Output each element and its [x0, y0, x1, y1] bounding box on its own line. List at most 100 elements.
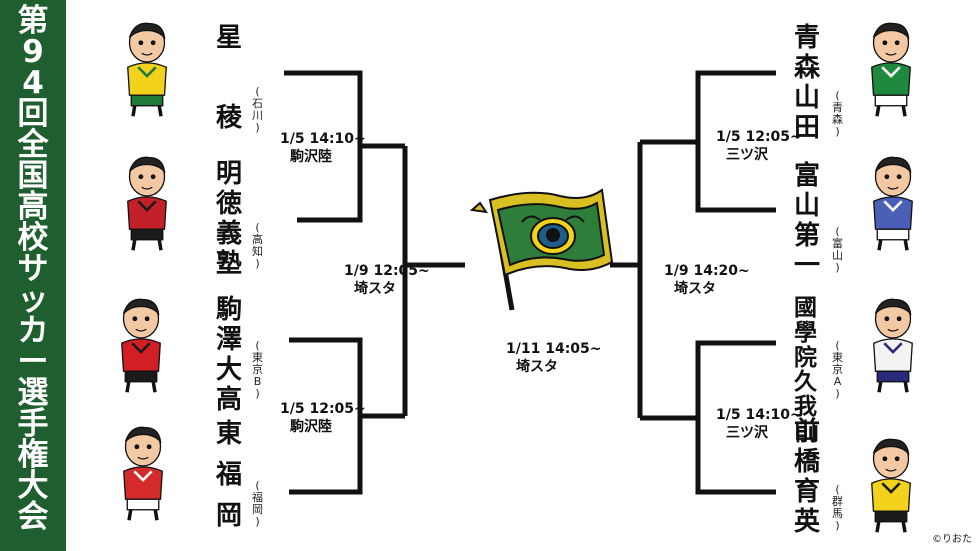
- team-name-char: 明: [216, 159, 243, 189]
- pref-right-2: (富山): [832, 226, 843, 274]
- team-name-char: 山: [794, 418, 817, 446]
- prefecture-char: (: [835, 89, 840, 102]
- team-name-char: 駒: [216, 295, 243, 325]
- prefecture-char: 高: [252, 233, 263, 246]
- prefecture-char: ): [255, 387, 260, 400]
- player-illustration-right-4: [871, 438, 911, 533]
- prefecture-char: (: [255, 339, 260, 352]
- prefecture-char: 森: [832, 113, 843, 126]
- match-date: 1/5 12:05~: [280, 401, 366, 417]
- player-illustration-left-2: [127, 156, 167, 251]
- illustrator-credit: ©りおた: [932, 534, 972, 545]
- title-char: サ: [17, 251, 49, 287]
- team-name-char: 岡: [216, 501, 243, 532]
- team-right-4: 前橋育英: [794, 417, 821, 538]
- team-name-char: 院: [794, 343, 817, 371]
- pref-right-4: (群馬): [832, 484, 843, 532]
- pref-right-1: (青森): [832, 90, 843, 138]
- title-char: ー: [17, 344, 49, 380]
- title-char: 大: [17, 468, 49, 504]
- prefecture-char: ): [835, 261, 840, 274]
- pref-left-2: (高知): [252, 222, 263, 270]
- title-char: 全: [17, 127, 49, 163]
- team-right-3: 國學院久我山: [794, 294, 817, 446]
- title-char: 4: [22, 65, 44, 101]
- team-name-char: 塾: [216, 248, 243, 279]
- match-right-sf: 1/9 14:20~ 埼スタ: [664, 262, 750, 298]
- team-left-3: 駒澤大高: [216, 295, 243, 416]
- team-name-char: 高: [216, 384, 243, 415]
- team-name-char: 森: [794, 52, 821, 83]
- team-name-char: 田: [794, 112, 821, 143]
- title-char: 会: [17, 499, 49, 535]
- prefecture-char: ): [835, 125, 840, 138]
- team-name-char: 一: [794, 250, 821, 281]
- title-char: カ: [17, 313, 49, 349]
- title-char: 高: [17, 189, 49, 225]
- match-venue: 埼スタ: [516, 359, 558, 375]
- match-left-sf: 1/9 12:05~ 埼スタ: [344, 262, 430, 298]
- prefecture-char: 京: [252, 363, 263, 376]
- prefecture-char: ): [835, 519, 840, 532]
- match-date: 1/5 14:10~: [716, 407, 802, 423]
- prefecture-char: (: [835, 339, 840, 352]
- player-illustration-right-3: [873, 298, 913, 393]
- match-venue: 駒沢陸: [290, 149, 332, 165]
- team-name-char: 東: [216, 419, 243, 449]
- prefecture-char: ): [835, 387, 840, 400]
- team-name-char: 星: [216, 23, 243, 53]
- prefecture-char: 岡: [252, 503, 263, 516]
- prefecture-char: ): [255, 515, 260, 528]
- title-char: 9: [22, 34, 44, 70]
- team-name-char: 英: [794, 506, 821, 537]
- title-char: 校: [17, 220, 49, 256]
- player-illustration-right-1: [871, 22, 911, 117]
- team-name-char: 青: [794, 23, 821, 53]
- title-char: 回: [17, 96, 49, 132]
- prefecture-char: A: [833, 375, 842, 388]
- prefecture-char: 山: [832, 249, 843, 262]
- prefecture-char: B: [253, 375, 262, 388]
- prefecture-char: (: [255, 479, 260, 492]
- prefecture-char: 京: [832, 363, 843, 376]
- title-char: ッ: [17, 282, 49, 318]
- prefecture-char: 川: [252, 109, 263, 122]
- match-right-qf2: 1/5 14:10~ 三ツ沢: [716, 406, 802, 442]
- match-venue: 駒沢陸: [290, 419, 332, 435]
- match-venue: 三ツ沢: [726, 147, 768, 163]
- prefecture-char: 群: [832, 495, 843, 508]
- match-date: 1/9 12:05~: [344, 263, 430, 279]
- team-name-char: 久: [794, 368, 817, 396]
- prefecture-char: 富: [832, 237, 843, 250]
- title-char: 手: [17, 406, 49, 442]
- team-name-char: 國: [794, 294, 817, 321]
- team-name-char: 大: [216, 354, 243, 385]
- team-left-1: 星稜: [216, 23, 243, 134]
- prefecture-char: (: [255, 85, 260, 98]
- title-char: 第: [17, 3, 49, 39]
- title-char: 権: [17, 437, 49, 473]
- prefecture-char: (: [255, 221, 260, 234]
- prefecture-char: (: [835, 483, 840, 496]
- pref-left-1: (石川): [252, 86, 263, 134]
- pref-left-4: (福岡): [252, 480, 263, 528]
- team-left-2: 明徳義塾: [216, 159, 243, 280]
- player-illustration-left-1: [127, 22, 167, 117]
- team-right-2: 富山第一: [794, 161, 821, 282]
- title-char: 国: [17, 158, 49, 194]
- prefecture-char: 青: [832, 101, 843, 114]
- team-name-char: 義: [216, 218, 243, 249]
- team-left-4: 東福岡: [216, 419, 243, 532]
- match-date: 1/5 12:05~: [716, 129, 802, 145]
- prefecture-char: (: [835, 225, 840, 238]
- team-name-char: 我: [794, 393, 817, 421]
- player-illustration-left-3: [121, 298, 161, 393]
- prefecture-char: 石: [252, 97, 263, 110]
- team-name-char: 徳: [216, 188, 243, 219]
- match-left-qf1: 1/5 14:10~ 駒沢陸: [280, 130, 366, 166]
- prefecture-char: 東: [252, 351, 263, 364]
